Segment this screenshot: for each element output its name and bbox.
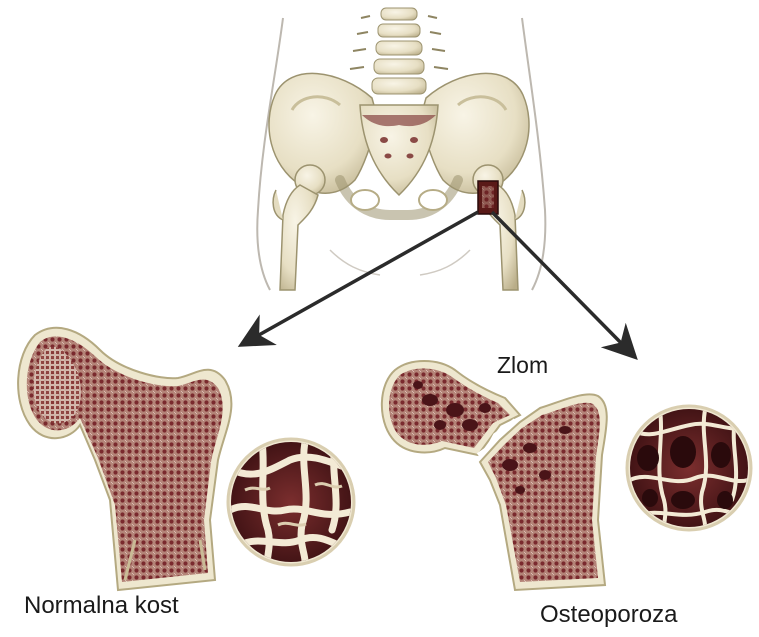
osteoporosis-bone-magnified <box>627 406 751 530</box>
osteoporosis-femur-section <box>382 361 607 590</box>
normal-bone-magnified <box>228 439 354 566</box>
normal-femur-section <box>18 328 231 590</box>
osteoporosis-label: Osteoporoza <box>540 601 677 629</box>
pelvis-skeleton-icon <box>257 8 545 290</box>
fracture-label: Zlom <box>497 352 548 379</box>
hip-region-marker-icon <box>478 181 498 214</box>
normal-bone-label: Normalna kost <box>24 592 179 620</box>
